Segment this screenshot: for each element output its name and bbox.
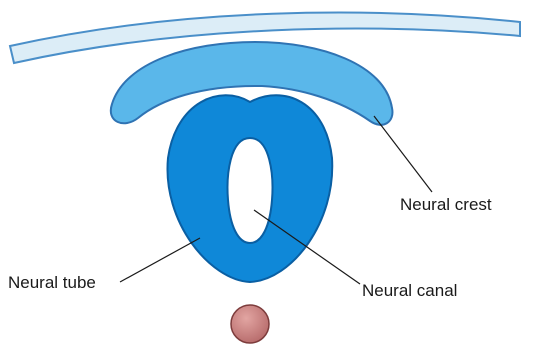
neural-canal-leader-line [253,209,361,285]
neural-crest-shape [109,40,394,126]
neural-tube-shape [166,94,334,284]
ectoderm-band [8,11,521,65]
notochord-circle [230,304,270,344]
neural-canal-label: Neural canal [362,281,457,300]
neural-tube-label: Neural tube [8,273,96,292]
neural-crest-label: Neural crest [400,195,492,214]
neural-crest-leader-line [373,115,433,193]
neural-tube-leader-line [119,237,201,283]
